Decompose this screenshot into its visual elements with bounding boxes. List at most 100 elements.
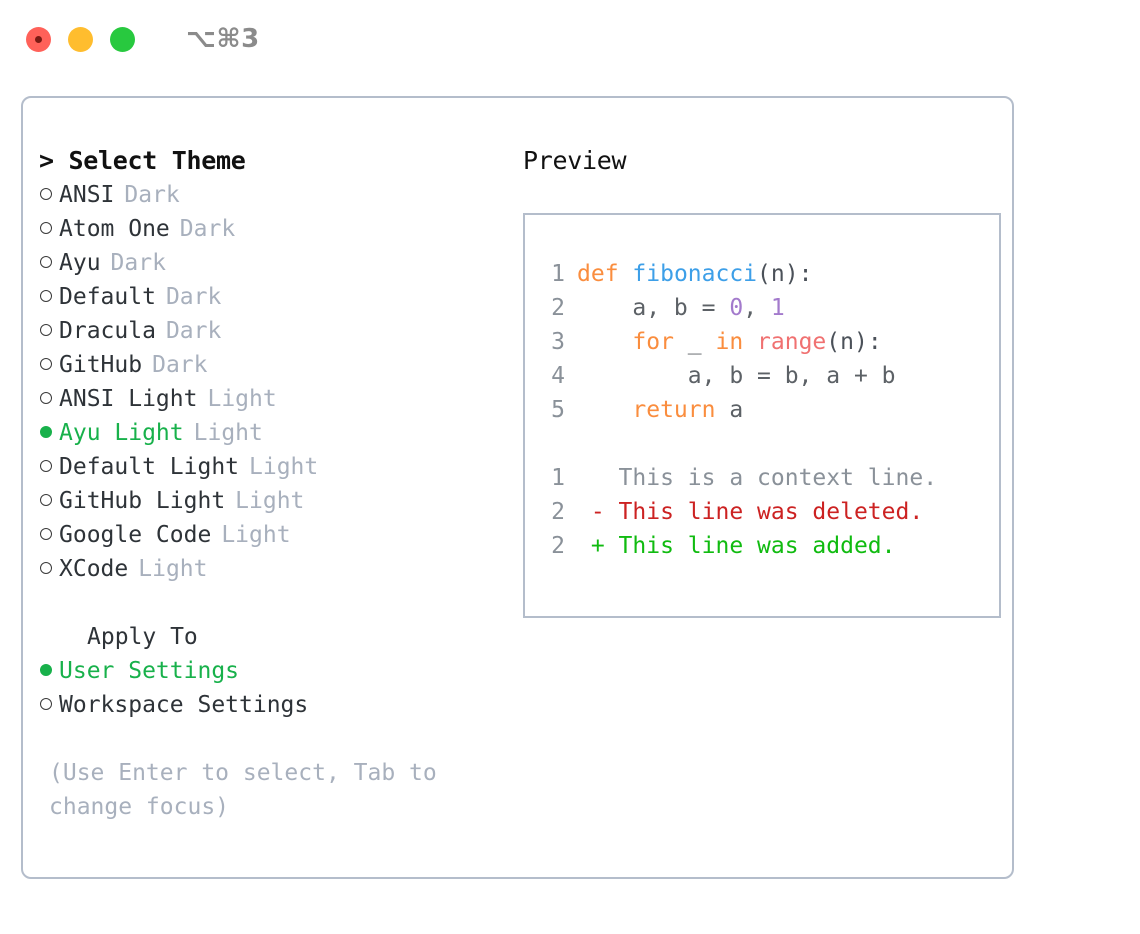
code-token <box>743 329 757 355</box>
diff-sample: 1 This is a context line.2 - This line w… <box>543 461 999 563</box>
code-line: 4 a, b = b, a + b <box>543 359 999 393</box>
code-token: return <box>632 397 716 423</box>
code-token: a, b = <box>577 295 730 321</box>
option-label: Atom One <box>59 216 170 242</box>
code-token: in <box>715 329 744 355</box>
keyboard-shortcut-label: ⌥⌘3 <box>186 24 260 54</box>
option-kind-tag: Dark <box>110 250 166 276</box>
option-kind-tag: Light <box>193 420 263 446</box>
code-line: 3 for _ in range(n): <box>543 325 999 359</box>
code-token: (n): <box>826 329 882 355</box>
code-token: 1 <box>770 295 785 321</box>
option-kind-tag: Dark <box>165 318 222 344</box>
diff-marker <box>577 465 605 491</box>
apply-to-label: Apply To <box>87 624 198 650</box>
code-token: (n): <box>757 261 813 287</box>
option-label: ANSI <box>59 182 115 208</box>
theme-option-11[interactable]: XCode Light <box>39 552 509 586</box>
option-kind-tag: Light <box>138 556 208 582</box>
option-kind-tag: Dark <box>152 352 208 378</box>
code-line: 1 def fibonacci(n): <box>543 257 999 291</box>
option-label: Default Light <box>59 454 240 480</box>
line-number: 1 <box>551 465 565 491</box>
diff-text: This is a context line. <box>604 465 938 491</box>
code-token: a, b = b, a + b <box>577 363 896 389</box>
code-token <box>577 329 632 355</box>
theme-option-6[interactable]: ANSI Light Light <box>39 382 509 416</box>
option-kind-tag: Dark <box>165 284 222 310</box>
code-token: for <box>632 329 674 355</box>
option-kind-tag: Light <box>249 454 319 480</box>
preview-title: Preview <box>523 146 627 175</box>
option-label: GitHub Light <box>59 488 226 514</box>
option-kind-tag: Dark <box>124 182 180 208</box>
code-token: def <box>577 261 619 287</box>
maximize-button[interactable] <box>110 26 135 52</box>
option-label: Default <box>59 284 156 310</box>
close-button[interactable] <box>26 26 51 52</box>
line-number: 2 <box>551 533 565 559</box>
option-label: User Settings <box>59 658 240 684</box>
theme-option-10[interactable]: Google Code Light <box>39 518 509 552</box>
theme-option-4[interactable]: Dracula Dark <box>39 314 509 348</box>
code-token: 0 <box>729 295 744 321</box>
code-token: fibonacci <box>632 261 758 287</box>
diff-marker: - <box>577 499 605 525</box>
apply-to-option-0[interactable]: User Settings <box>39 654 509 688</box>
diff-line: 2 - This line was deleted. <box>543 495 999 529</box>
keyboard-hint: (Use Enter to select, Tab to change focu… <box>49 760 437 820</box>
theme-option-3[interactable]: Default Dark <box>39 280 509 314</box>
option-label: Google Code <box>59 522 212 548</box>
code-token <box>577 397 632 423</box>
diff-line: 1 This is a context line. <box>543 461 999 495</box>
line-number: 2 <box>551 499 565 525</box>
option-label: Ayu Light <box>59 420 184 446</box>
option-label: GitHub <box>59 352 143 378</box>
line-number: 1 <box>551 261 565 287</box>
theme-option-9[interactable]: GitHub Light Light <box>39 484 509 518</box>
code-token: a <box>715 397 744 423</box>
line-number: 5 <box>551 397 565 423</box>
option-kind-tag: Light <box>235 488 305 514</box>
code-token: _ <box>673 329 716 355</box>
apply-to-option-1[interactable]: Workspace Settings <box>39 688 509 722</box>
code-token: , <box>743 295 771 321</box>
theme-option-2[interactable]: Ayu Dark <box>39 246 509 280</box>
option-label: Workspace Settings <box>59 692 309 718</box>
theme-option-0[interactable]: ANSI Dark <box>39 178 509 212</box>
page-title: > Select Theme <box>39 146 246 175</box>
option-kind-tag: Light <box>221 522 291 548</box>
option-label: Dracula <box>59 318 156 344</box>
theme-option-7[interactable]: Ayu Light Light <box>39 416 509 450</box>
option-label: Ayu <box>59 250 101 276</box>
option-kind-tag: Dark <box>179 216 236 242</box>
code-token <box>619 261 633 287</box>
line-number: 4 <box>551 363 565 389</box>
diff-line: 2 + This line was added. <box>543 529 999 563</box>
option-label: ANSI Light <box>59 386 198 412</box>
option-kind-tag: Light <box>207 386 277 412</box>
code-token: range <box>757 329 827 355</box>
diff-text: This line was deleted. <box>604 499 924 525</box>
diff-marker: + <box>577 533 605 559</box>
code-line: 2 a, b = 0, 1 <box>543 291 999 325</box>
theme-option-1[interactable]: Atom One Dark <box>39 212 509 246</box>
minimize-button[interactable] <box>68 26 93 52</box>
option-label: XCode <box>59 556 129 582</box>
line-number: 3 <box>551 329 565 355</box>
window-controls <box>26 26 135 52</box>
code-line: 5 return a <box>543 393 999 427</box>
title-bar: ⌥⌘3 <box>0 0 1140 78</box>
theme-option-5[interactable]: GitHub Dark <box>39 348 509 382</box>
theme-option-8[interactable]: Default Light Light <box>39 450 509 484</box>
diff-text: This line was added. <box>604 533 896 559</box>
spacer <box>543 427 999 461</box>
